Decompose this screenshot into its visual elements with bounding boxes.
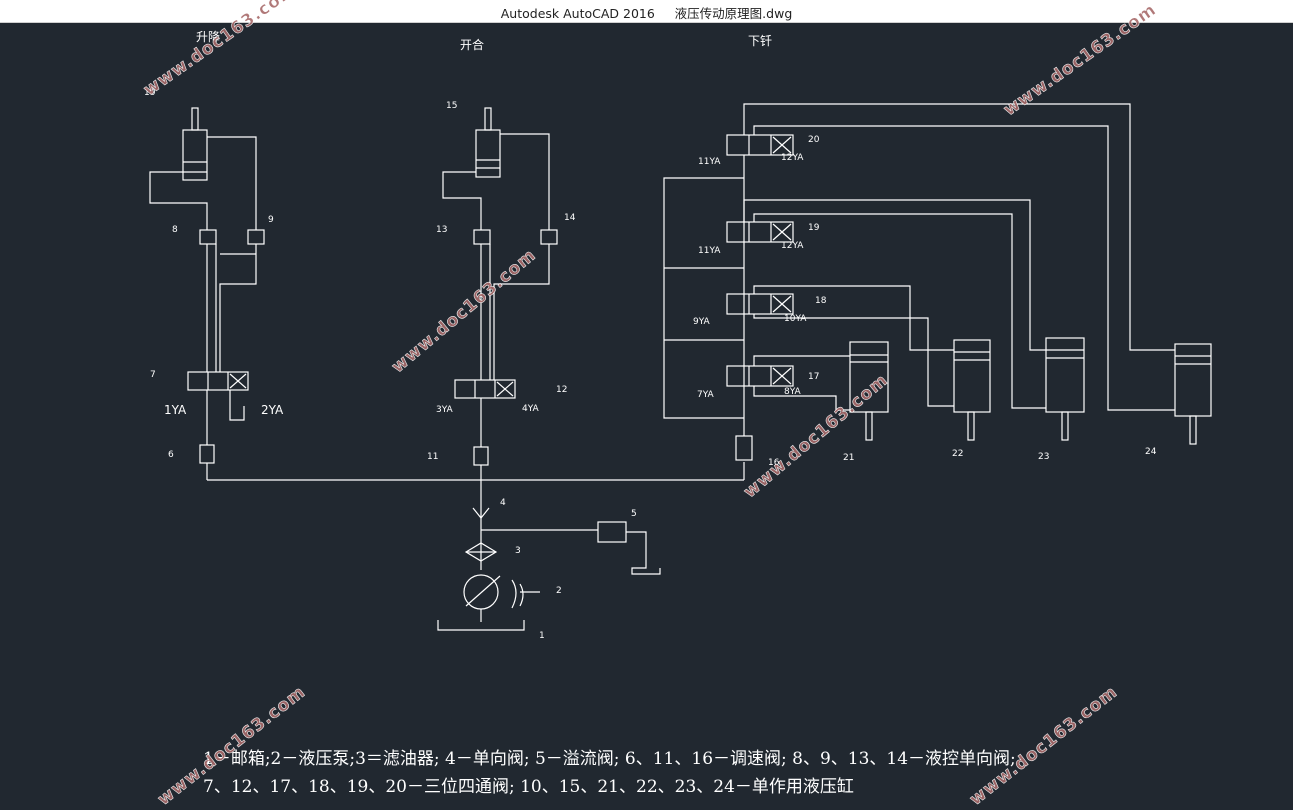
legend-line-1: 1－邮箱;2－液压泵;3＝滤油器; 4－单向阀; 5－溢流阀; 6、11、16－… bbox=[203, 749, 1016, 769]
legend-line-2: 7、12、17、18、19、20－三位四通阀; 10、15、21、22、23、2… bbox=[203, 777, 854, 797]
check-valve-4 bbox=[472, 507, 490, 519]
cylinder-10-rod bbox=[191, 107, 199, 131]
label-c11: 11 bbox=[427, 452, 439, 462]
heading-lower: 下钎 bbox=[748, 34, 773, 48]
cylinder-15-body bbox=[475, 129, 501, 178]
label-c20: 20 bbox=[808, 135, 820, 145]
label-1ya: 1YA bbox=[164, 403, 187, 417]
heading-open-close: 开合 bbox=[460, 38, 485, 52]
tank-1 bbox=[437, 620, 525, 631]
label-11ya-a: 11YA bbox=[698, 157, 721, 167]
cylinder-24 bbox=[1174, 343, 1212, 417]
label-c5: 5 bbox=[631, 509, 637, 519]
label-8ya: 8YA bbox=[784, 387, 801, 397]
label-c6: 6 bbox=[168, 450, 174, 460]
label-9ya: 9YA bbox=[693, 317, 710, 327]
label-c15: 15 bbox=[446, 101, 458, 111]
label-2ya: 2YA bbox=[261, 403, 284, 417]
label-c4: 4 bbox=[500, 498, 506, 508]
label-3ya: 3YA bbox=[436, 405, 453, 415]
title-bar: Autodesk AutoCAD 2016 液压传动原理图.dwg bbox=[0, 0, 1293, 23]
direction-valve-18 bbox=[726, 293, 794, 315]
label-c9: 9 bbox=[268, 215, 274, 225]
label-7ya: 7YA bbox=[697, 390, 714, 400]
label-c1: 1 bbox=[539, 631, 545, 641]
label-c23: 23 bbox=[1038, 452, 1050, 462]
direction-valve-20 bbox=[726, 134, 794, 156]
check-valve-9 bbox=[247, 229, 265, 245]
direction-valve-17 bbox=[726, 365, 794, 387]
cylinder-23 bbox=[1045, 337, 1085, 413]
label-10ya: 10YA bbox=[784, 314, 807, 324]
label-c14: 14 bbox=[564, 213, 576, 223]
label-c13: 13 bbox=[436, 225, 448, 235]
label-c16: 16 bbox=[768, 458, 780, 468]
label-12ya-b: 12YA bbox=[781, 241, 804, 251]
label-c7: 7 bbox=[150, 370, 156, 380]
label-c24: 24 bbox=[1145, 447, 1157, 457]
throttle-valve-6 bbox=[199, 444, 215, 464]
cylinder-22 bbox=[953, 339, 991, 413]
label-c17: 17 bbox=[808, 372, 820, 382]
heading-lift: 升降 bbox=[196, 30, 221, 44]
check-valve-14 bbox=[540, 229, 558, 245]
hydraulic-schematic bbox=[149, 103, 1212, 631]
cylinder-15-rod bbox=[484, 107, 492, 131]
label-c18: 18 bbox=[815, 296, 827, 306]
label-11ya-b: 11YA bbox=[698, 246, 721, 256]
window-title: Autodesk AutoCAD 2016 液压传动原理图.dwg bbox=[500, 6, 793, 21]
throttle-valve-11 bbox=[473, 446, 489, 466]
direction-valve-19 bbox=[726, 221, 794, 243]
check-valve-13 bbox=[473, 229, 491, 245]
label-c21: 21 bbox=[843, 453, 855, 463]
direction-valve-12 bbox=[454, 379, 516, 399]
label-12ya-a: 12YA bbox=[781, 153, 804, 163]
label-c12: 12 bbox=[556, 385, 568, 395]
label-c19: 19 bbox=[808, 223, 820, 233]
label-c10: 10 bbox=[144, 88, 156, 98]
check-valve-8 bbox=[199, 229, 217, 245]
direction-valve-7 bbox=[187, 371, 249, 391]
throttle-valve-16 bbox=[735, 435, 753, 461]
relief-valve-5 bbox=[597, 521, 627, 543]
label-4ya: 4YA bbox=[522, 404, 539, 414]
label-c2: 2 bbox=[556, 586, 562, 596]
label-c22: 22 bbox=[952, 449, 964, 459]
label-c3: 3 bbox=[515, 546, 521, 556]
label-c8: 8 bbox=[172, 225, 178, 235]
